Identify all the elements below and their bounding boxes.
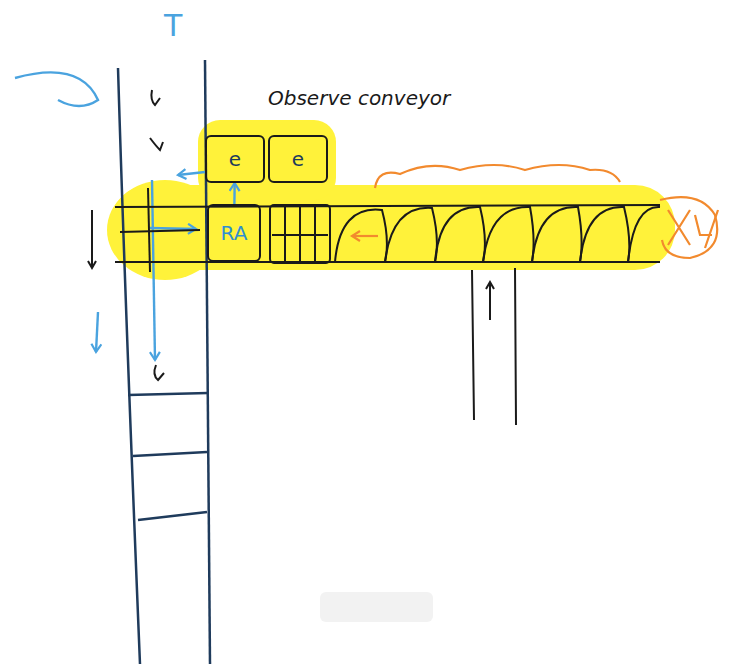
process-box: RA	[207, 204, 261, 262]
annotation-text: T	[164, 8, 182, 43]
box-text: RA	[221, 222, 248, 244]
blank-tab	[320, 592, 433, 622]
box-text: e	[292, 148, 304, 170]
flow-connector	[233, 183, 236, 204]
highlight	[107, 120, 675, 280]
orange-annotation	[352, 165, 718, 258]
process-box: e	[268, 135, 328, 183]
process-box: e	[205, 135, 265, 183]
flow-arrow	[96, 172, 205, 360]
curved-arrow	[15, 72, 98, 106]
box-text: e	[229, 148, 241, 170]
flow-arrow	[92, 90, 490, 380]
horizontal-conveyor	[115, 188, 660, 425]
vertical-conveyor	[118, 60, 210, 664]
annotation-text: Observe conveyor	[268, 86, 450, 110]
